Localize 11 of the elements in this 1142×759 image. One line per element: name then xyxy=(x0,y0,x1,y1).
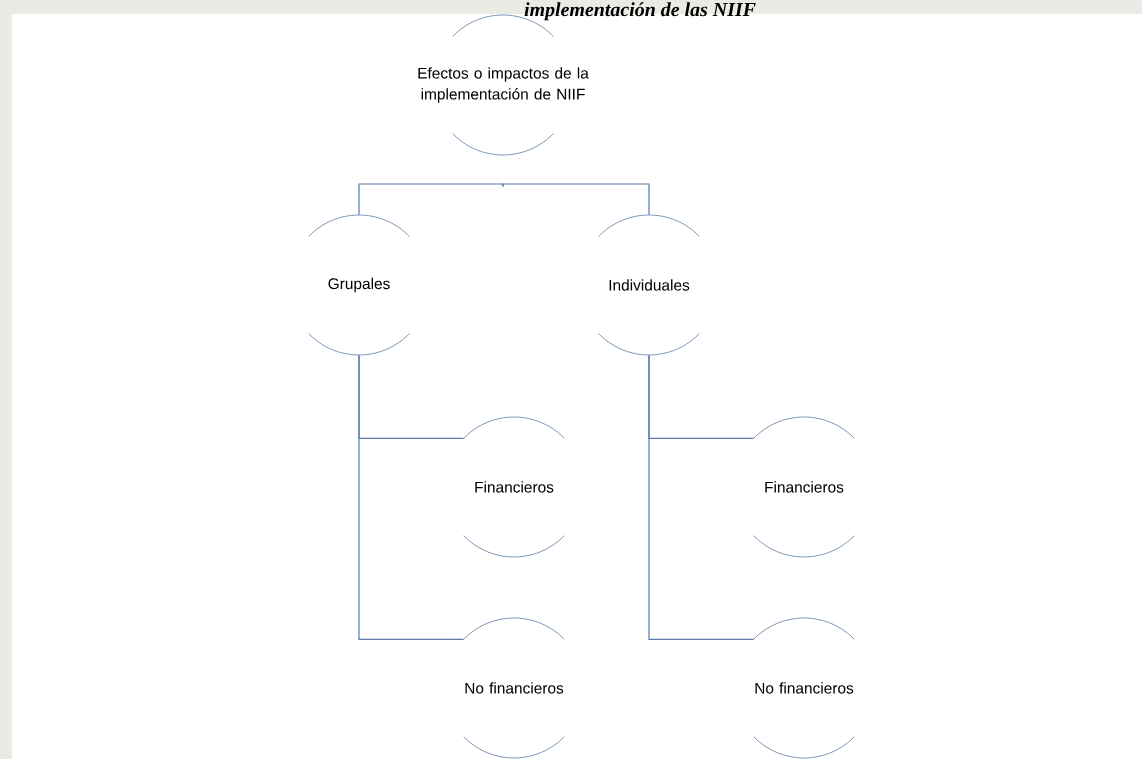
connector-line xyxy=(648,354,755,640)
connector-line xyxy=(502,183,650,216)
circle-node: No financieros xyxy=(463,617,565,759)
connector-line xyxy=(358,354,465,640)
circle-node: Financieros xyxy=(753,416,855,558)
connector-line xyxy=(358,183,504,216)
circle-node: Individuales xyxy=(598,214,700,356)
circle-node: Financieros xyxy=(463,416,565,558)
heading: implementación de las NIIF xyxy=(524,2,756,21)
circle-node: Grupales xyxy=(308,214,410,356)
circle-node: No financieros xyxy=(753,617,855,759)
